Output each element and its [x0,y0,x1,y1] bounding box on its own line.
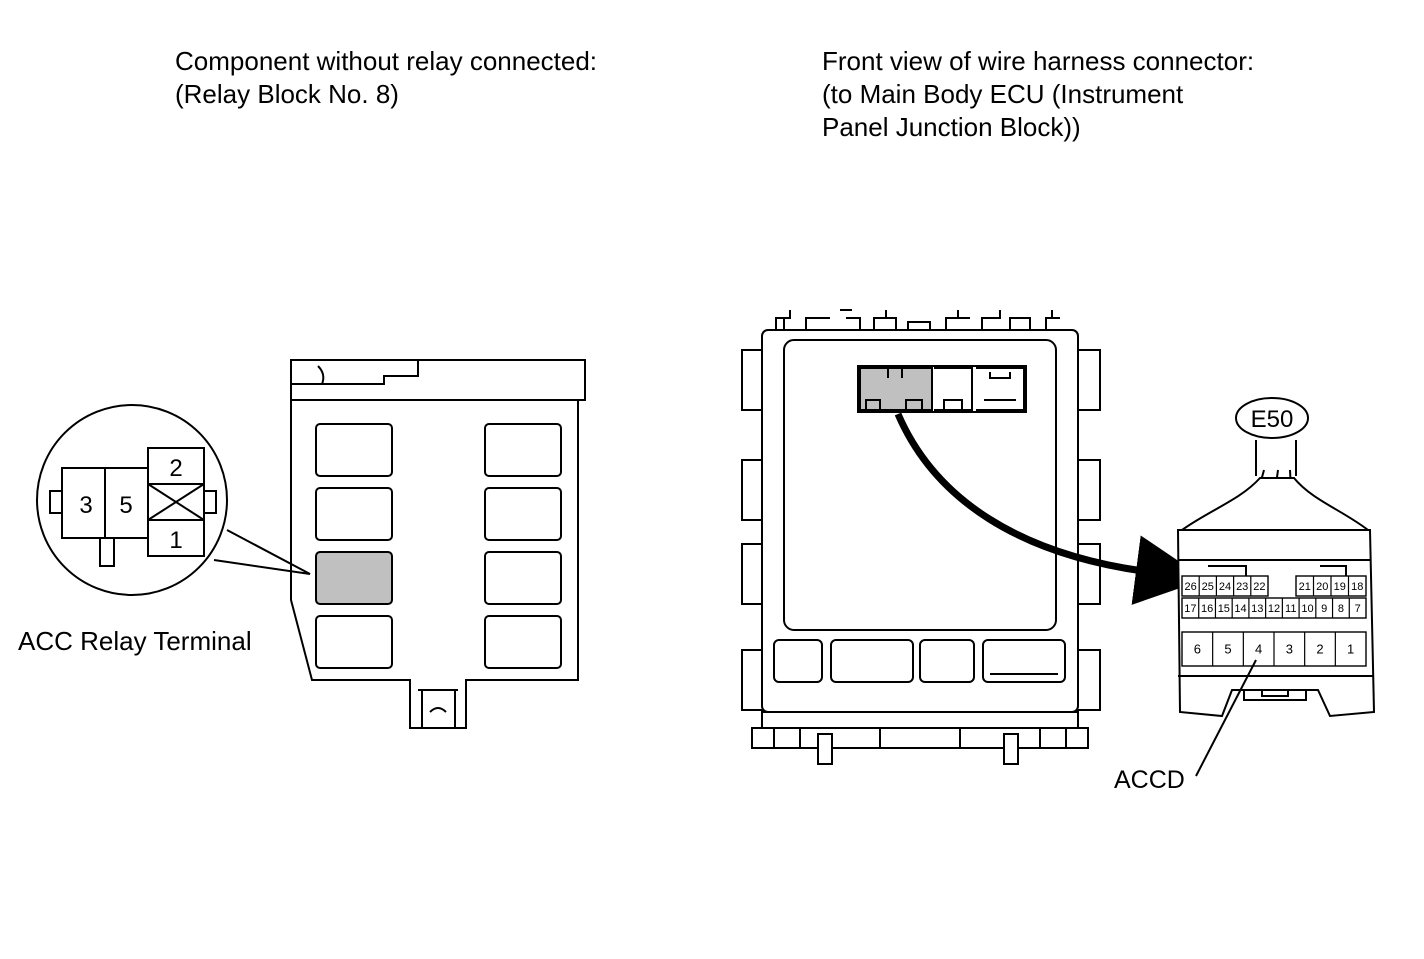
pin-label-19: 19 [1334,581,1346,593]
acc-relay-terminal-label: ACC Relay Terminal [18,626,252,656]
pin-label-4: 4 [1255,642,1262,657]
left-caption: Component without relay connected: (Rela… [175,45,597,111]
pin-label-8: 8 [1338,603,1344,615]
right-caption-line3: Panel Junction Block)) [822,112,1081,142]
relay-block [290,359,586,729]
pin-label-13: 13 [1251,603,1263,615]
e50-connector-highlight [859,367,933,411]
pin-label-26: 26 [1184,581,1196,593]
pin-label-21: 21 [1299,581,1311,593]
relay-socket [484,487,562,541]
pin-label-10: 10 [1301,603,1313,615]
relay-sockets [315,423,562,669]
pin-label-14: 14 [1234,603,1246,615]
pin-label-9: 9 [1321,603,1327,615]
right-caption: Front view of wire harness connector: (t… [822,45,1254,144]
left-caption-line2: (Relay Block No. 8) [175,79,399,109]
pin-label-12: 12 [1268,603,1280,615]
connector-pins-bottom-row: 6 5 4 3 2 1 [1181,631,1367,667]
pin-label-18: 18 [1351,581,1363,593]
left-caption-line1: Component without relay connected: [175,46,598,76]
relay-socket [315,487,393,541]
relay-terminal-3: 3 [79,492,92,519]
pin-label-22: 22 [1253,581,1265,593]
relay-callout-bubble: 3 5 2 1 [36,404,311,596]
accd-pointer-line [1195,659,1257,777]
pin-label-24: 24 [1219,581,1231,593]
relay-socket [315,423,393,477]
pin-label-6: 6 [1194,642,1201,657]
main-body-ecu [741,309,1101,765]
pin-label-20: 20 [1316,581,1328,593]
relay-terminal-1: 1 [169,527,182,554]
relay-terminal-5: 5 [119,492,132,519]
pin-label-1: 1 [1347,642,1354,657]
relay-socket [484,423,562,477]
pin-label-17: 17 [1184,603,1196,615]
right-caption-line1: Front view of wire harness connector: [822,46,1255,76]
accd-label: ACCD [1114,766,1185,794]
pin-label-7: 7 [1355,603,1361,615]
pin-label-25: 25 [1202,581,1214,593]
arrow-ecu-to-connector [894,412,1206,605]
pin-label-16: 16 [1201,603,1213,615]
pin-label-15: 15 [1218,603,1230,615]
pin-label-23: 23 [1236,581,1248,593]
pin-label-3: 3 [1286,642,1293,657]
connector-code-e50: E50 [1251,406,1294,433]
pin-label-11: 11 [1285,603,1296,615]
pin-label-5: 5 [1224,642,1231,657]
relay-socket [484,551,562,605]
relay-socket [315,615,393,669]
connector-pins-top-row: 26 25 24 23 22 21 20 19 18 [1181,575,1367,597]
pin-label-2: 2 [1316,642,1323,657]
right-caption-line2: (to Main Body ECU (Instrument [822,79,1184,109]
relay-terminal-2: 2 [169,455,182,482]
acc-relay-socket-highlight [315,551,393,605]
relay-socket [484,615,562,669]
